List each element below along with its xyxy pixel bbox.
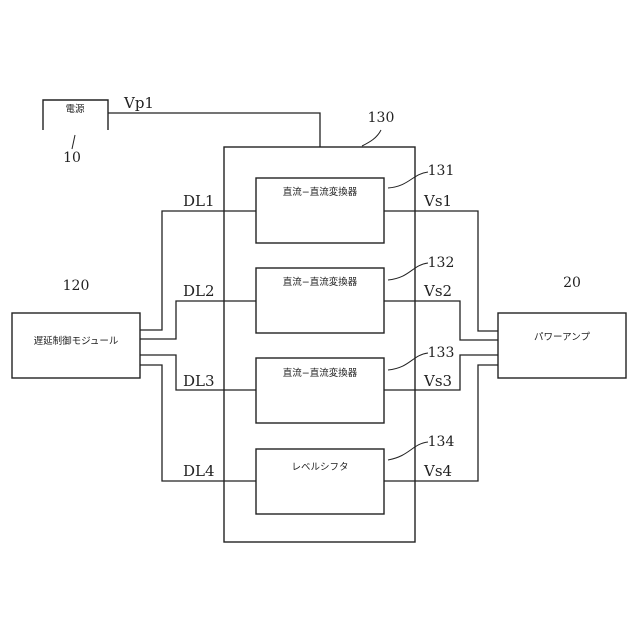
dl3-label: DL3 [183, 372, 215, 390]
power-supply-ref-leader [72, 135, 75, 149]
converter-block-132-ref: 132 [428, 255, 455, 271]
converter-group-ref: 130 [368, 110, 395, 126]
dl1-label: DL1 [183, 192, 215, 210]
power-supply-label: 電源 [65, 104, 85, 115]
converter-block-132-label: 直流−直流変換器 [283, 276, 358, 288]
delay-control-module-label: 遅延制御モジュール [34, 335, 119, 347]
vs2-label: Vs2 [423, 282, 452, 300]
converter-group-box [224, 147, 415, 542]
vs3-label: Vs3 [423, 372, 452, 390]
dl2-wire [140, 301, 256, 339]
dl1-wire [140, 211, 256, 330]
delay-control-module-ref: 120 [63, 278, 90, 294]
power-supply-ref: 10 [63, 150, 81, 166]
level-shifter-block-134-label: レベルシフタ [291, 462, 348, 473]
power-amp-box [498, 313, 626, 378]
vs4-label: Vs4 [423, 462, 452, 480]
power-amp-label: パワーアンプ [534, 332, 590, 343]
converter-block-133-ref: 133 [428, 345, 455, 361]
level-shifter-block-134-ref: 134 [428, 434, 455, 450]
converter-block-131-ref: 131 [428, 163, 455, 179]
power-supply-block: 電源 [43, 100, 108, 130]
vs1-wire [384, 211, 498, 331]
level-shifter-block-134 [256, 449, 384, 514]
converter-block-131-ref-leader [388, 172, 428, 188]
dl4-label: DL4 [183, 462, 215, 480]
vs2-wire [384, 301, 498, 340]
dl2-label: DL2 [183, 282, 215, 300]
vp1-label: Vp1 [123, 94, 154, 112]
vs1-label: Vs1 [423, 192, 452, 210]
vp1-wire [108, 113, 320, 147]
converter-block-133-ref-leader [388, 353, 428, 370]
converter-block-132-ref-leader [388, 263, 428, 280]
converter-block-131-label: 直流−直流変換器 [283, 186, 358, 198]
converter-group-ref-leader [362, 130, 381, 146]
converter-block-133-label: 直流−直流変換器 [283, 367, 358, 379]
level-shifter-block-134-ref-leader [388, 442, 428, 460]
power-amp-ref: 20 [563, 275, 581, 291]
